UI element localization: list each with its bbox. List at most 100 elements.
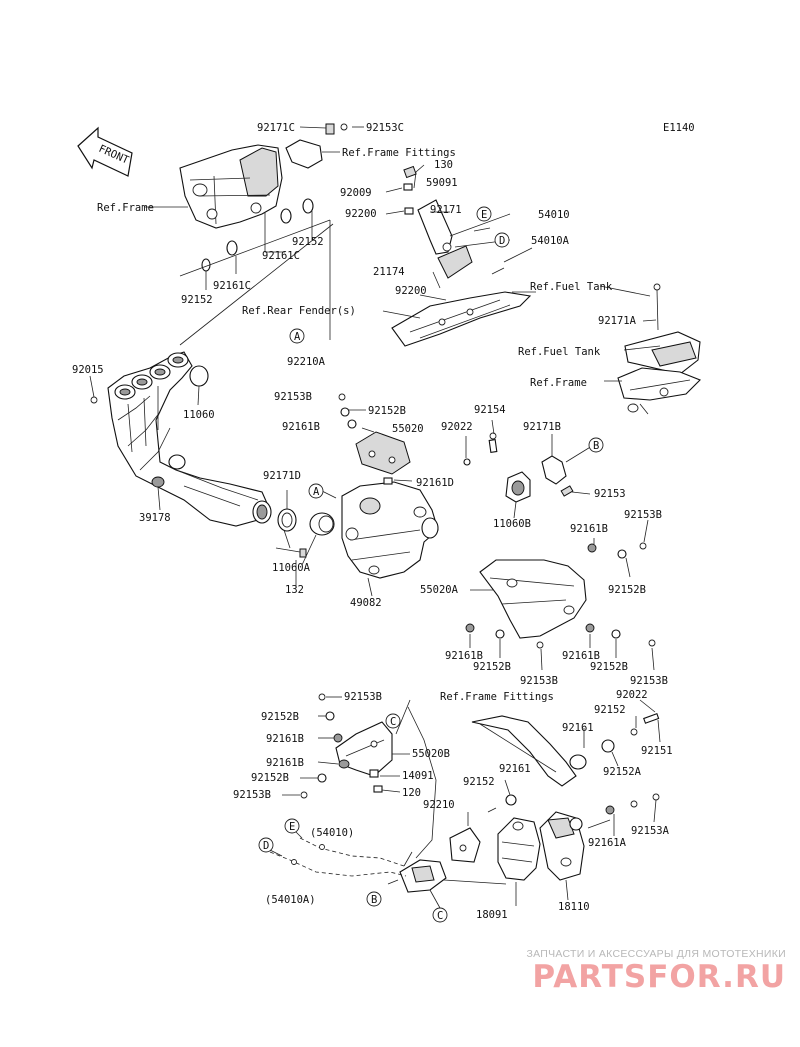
part-label: 92152 (463, 776, 495, 788)
part-label: 92161 (562, 722, 594, 734)
part-label: 21174 (373, 266, 405, 278)
callout-d-lower: D (258, 837, 274, 853)
part-label: 11060B (493, 518, 531, 530)
part-label: 92152B (473, 661, 511, 673)
part-label: 18110 (558, 901, 590, 913)
part-label: 92171B (523, 421, 561, 433)
diagram-code: E1140 (663, 122, 695, 134)
callout-b-lower: B (366, 891, 382, 907)
part-label: 49082 (350, 597, 382, 609)
part-label: 92200 (395, 285, 427, 297)
part-label: 92009 (340, 187, 372, 199)
part-label: 92022 (441, 421, 473, 433)
callout-c-upper-letter: C (390, 716, 396, 728)
watermark: ЗАПЧАСТИ И АКСЕССУАРЫ ДЛЯ МОТОТЕХНИКИ PA… (486, 948, 786, 994)
ref-frame-right: Ref.Frame (530, 377, 587, 389)
part-label: 92152 (181, 294, 213, 306)
part-label: 92153 (594, 488, 626, 500)
callout-b-lower-letter: B (371, 894, 377, 906)
part-label: 92200 (345, 208, 377, 220)
ref-rear-fender: Ref.Rear Fender(s) (242, 305, 356, 317)
part-label: 92161D (416, 477, 454, 489)
part-label: 92153B (233, 789, 271, 801)
part-label: 92210 (423, 799, 455, 811)
callout-a-lower-letter: A (313, 486, 320, 498)
callout-c-lower: C (432, 907, 448, 923)
part-label: 92152B (590, 661, 628, 673)
callout-d-upper: D (494, 232, 510, 248)
part-label: 92153B (344, 691, 382, 703)
callout-e-upper: E (476, 206, 492, 222)
front-direction-arrow: FRONT (77, 126, 133, 177)
part-label: 120 (402, 787, 421, 799)
ref-fuel-tank-2: Ref.Fuel Tank (518, 346, 601, 358)
watermark-logo: PARTSFOR.RU (532, 959, 786, 995)
part-label: 92161A (588, 837, 627, 849)
part-label: 92161B (570, 523, 608, 535)
exhaust-header-pipes (89, 351, 272, 527)
part-label: 92152B (261, 711, 299, 723)
part-label: 92161B (562, 650, 600, 662)
part-label: 54010A (531, 235, 570, 247)
silencer-body (497, 793, 660, 906)
part-label: 92152B (368, 405, 406, 417)
part-label: 92154 (474, 404, 506, 416)
part-label: (54010) (310, 827, 354, 839)
muffler-chamber (319, 481, 439, 597)
rear-gasket-and-bracket (505, 434, 593, 519)
bolts-upper-mid (463, 419, 498, 466)
cover-55020B (282, 693, 410, 799)
frame-drawing (179, 144, 283, 229)
part-label: 92171A (598, 315, 637, 327)
callout-c-lower-letter: C (437, 910, 443, 922)
clamp-and-gaskets (275, 490, 335, 588)
lower-frame-bracket (471, 699, 661, 813)
part-label: 39178 (139, 512, 171, 524)
callout-c-upper: C (385, 713, 401, 729)
valve-actuator-assembly (403, 165, 473, 279)
part-label: 92153B (630, 675, 668, 687)
ref-frame-fittings-top: Ref.Frame Fittings (342, 147, 456, 159)
part-label: (54010A) (265, 894, 316, 906)
callout-e-lower-letter: E (289, 821, 295, 833)
part-label: 92153A (631, 825, 670, 837)
cover-55020 (338, 393, 413, 485)
part-label: 14091 (402, 770, 434, 782)
callout-b-upper-letter: B (593, 440, 599, 452)
part-label: 92161B (266, 757, 304, 769)
callout-a-lower: A (308, 483, 324, 499)
part-label: 11060 (183, 409, 215, 421)
ref-frame-top: Ref.Frame (97, 202, 154, 214)
part-label: 92161B (282, 421, 320, 433)
watermark-subtitle: ЗАПЧАСТИ И АКСЕССУАРЫ ДЛЯ МОТОТЕХНИКИ (526, 948, 786, 960)
part-label: 55020 (392, 423, 424, 435)
part-label: 92161C (262, 250, 300, 262)
callout-b-upper: B (588, 437, 604, 453)
upper-bracket (285, 123, 348, 169)
part-label: 92152A (603, 766, 642, 778)
heat-shield-55020A (465, 519, 656, 671)
part-label: 54010 (538, 209, 570, 221)
part-label: 92171 (430, 204, 462, 216)
part-label: 92015 (72, 364, 104, 376)
fuel-tank-bracket (599, 283, 701, 415)
callout-d-lower-letter: D (263, 840, 269, 852)
callout-a-upper-letter: A (294, 331, 301, 343)
part-label: 11060A (272, 562, 311, 574)
part-label: 92152 (594, 704, 626, 716)
part-label: 55020A (420, 584, 459, 596)
part-label: 18091 (476, 909, 508, 921)
callout-e-upper-letter: E (481, 209, 487, 221)
part-label: 92210A (287, 356, 326, 368)
part-label: 92153B (624, 509, 662, 521)
part-label: 92152B (251, 772, 289, 784)
part-label: 92161C (213, 280, 251, 292)
actuator-bracket-lower (399, 812, 507, 909)
part-label: 130 (434, 159, 453, 171)
part-label: 92153C (366, 122, 404, 134)
rear-fender-shield (391, 291, 532, 347)
part-label: 92153B (520, 675, 558, 687)
frame-washers (201, 198, 314, 272)
part-label: 92151 (641, 745, 673, 757)
